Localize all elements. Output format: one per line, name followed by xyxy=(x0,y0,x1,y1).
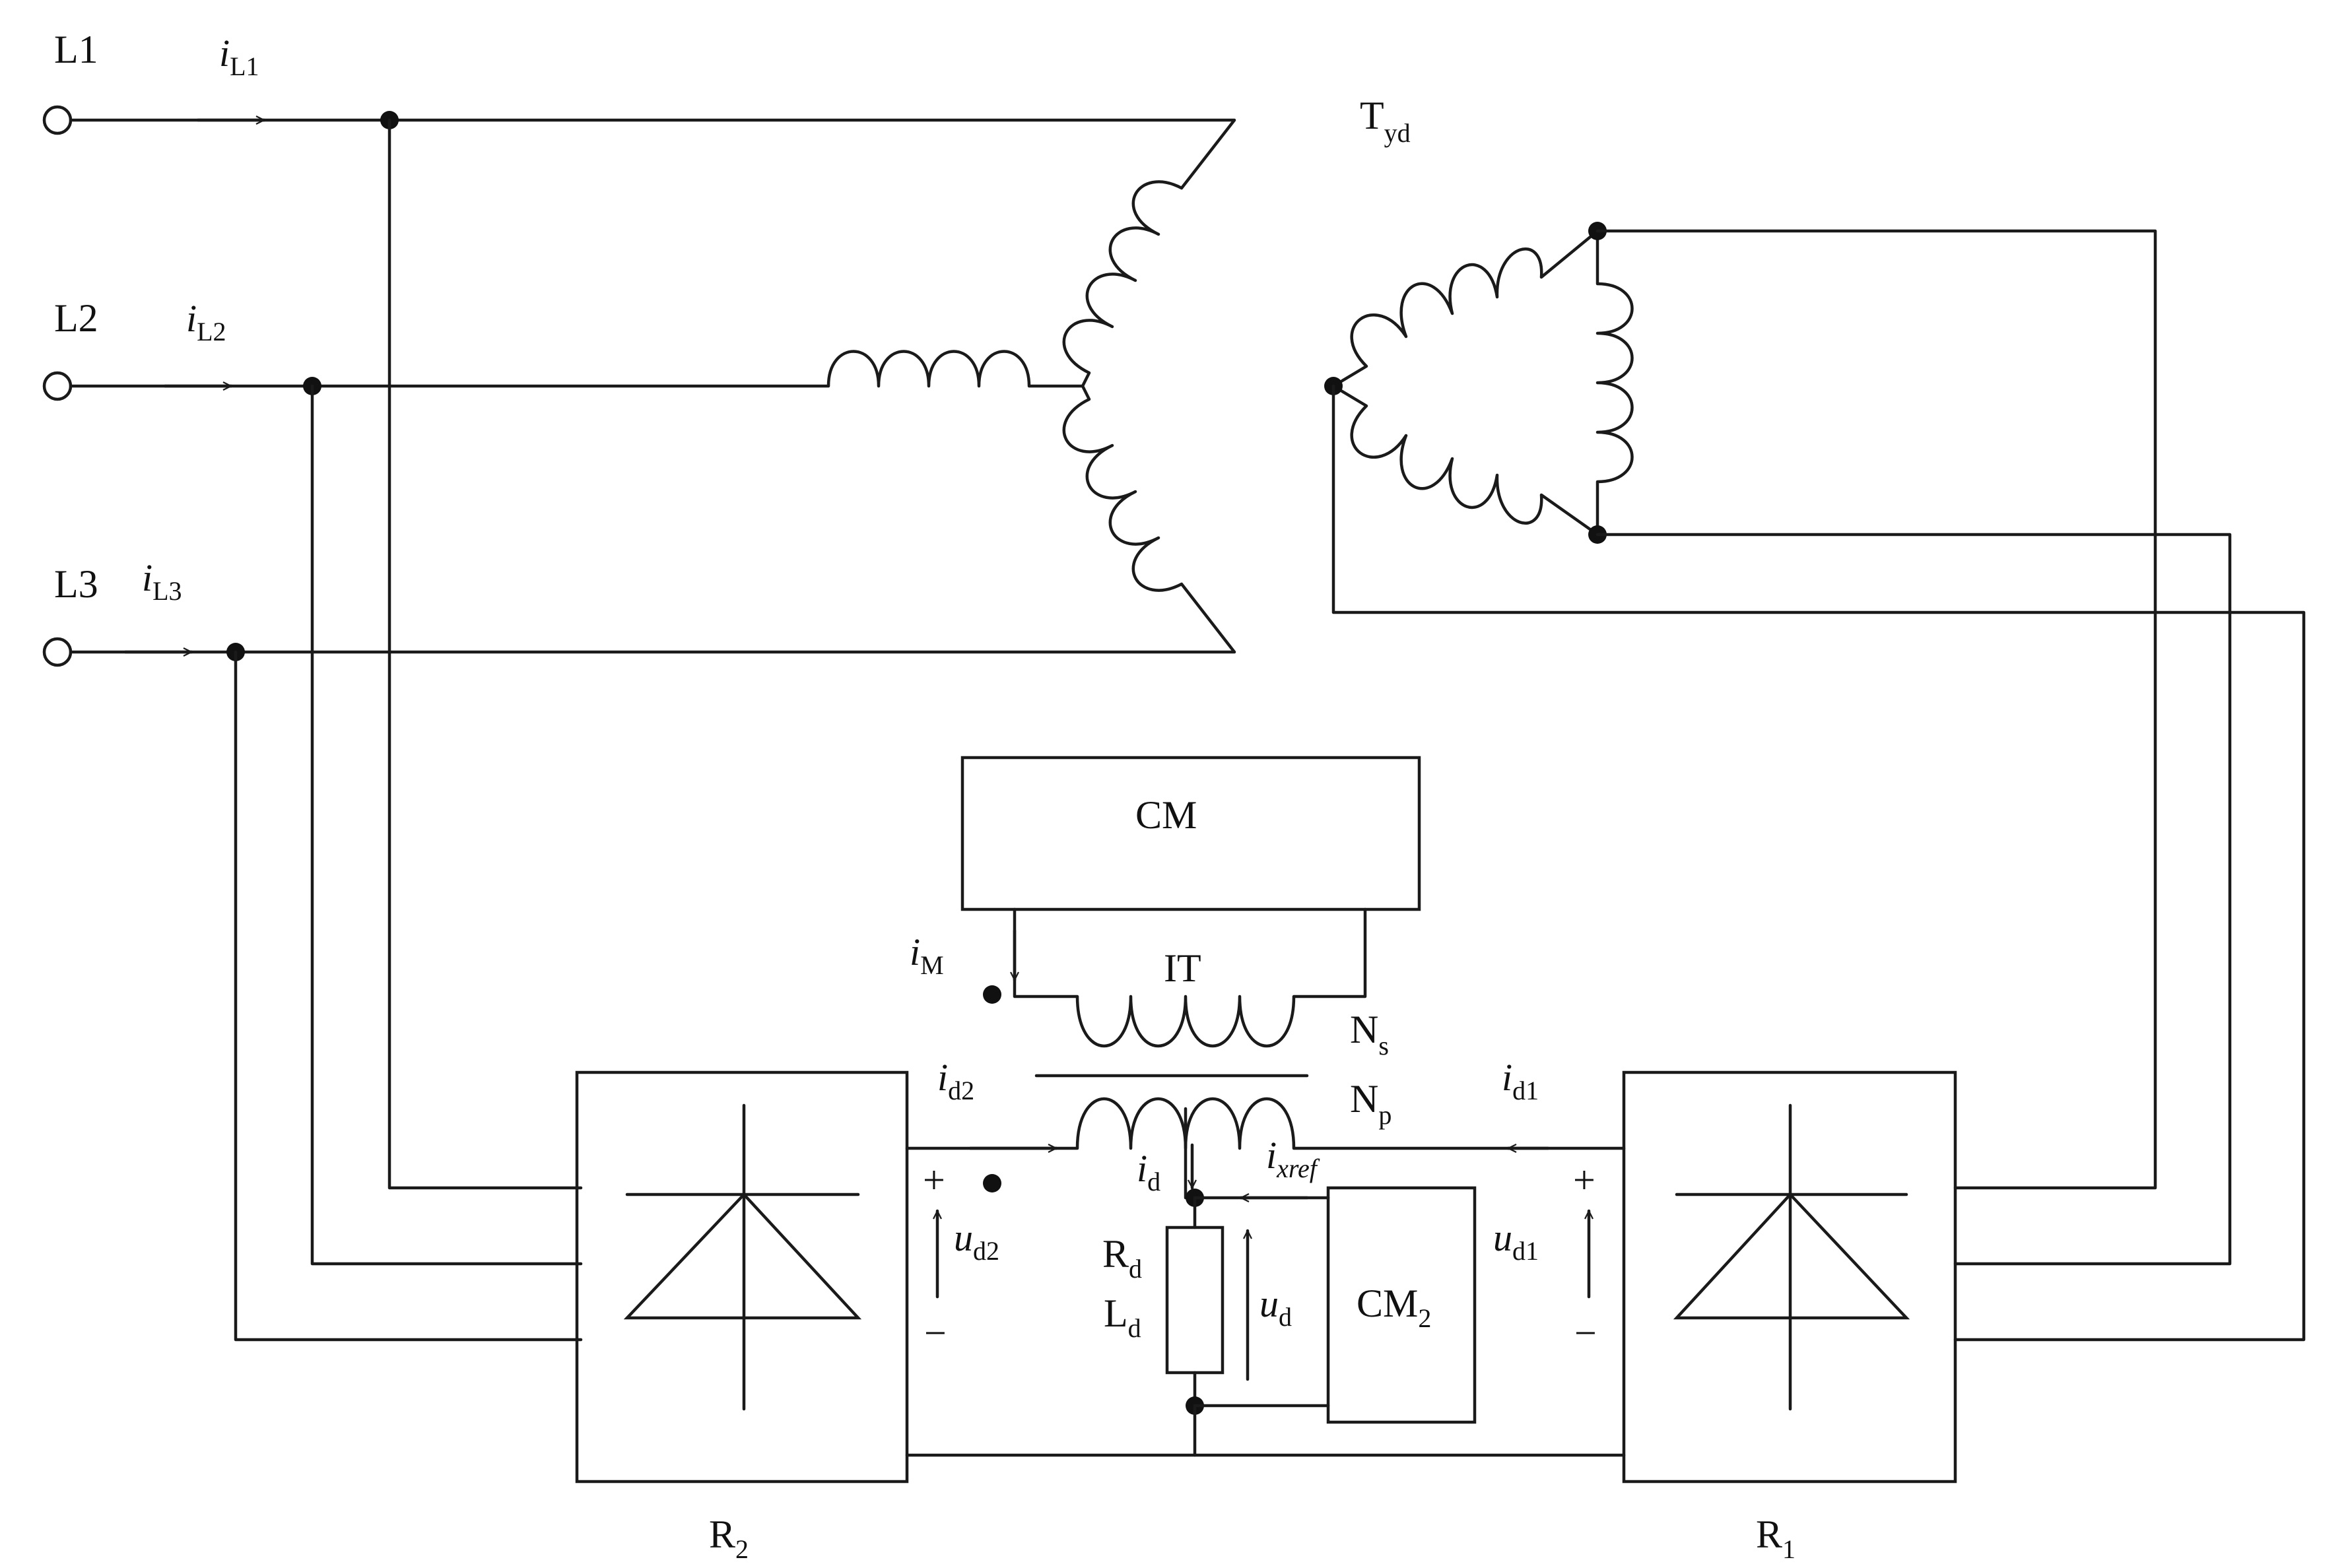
label-it: IT xyxy=(1164,946,1201,990)
line-L3 xyxy=(42,637,1236,1342)
label-Rd: Rd xyxy=(1102,1232,1142,1284)
polarity-plus-ud2: + xyxy=(923,1158,945,1202)
label-Ld: Ld xyxy=(1104,1291,1141,1343)
line-L1 xyxy=(42,105,1236,1190)
load-resistor xyxy=(1165,1225,1225,1375)
secondary-winding-top xyxy=(1332,230,1599,387)
label-L1: L1 xyxy=(54,28,98,71)
primary-winding-b xyxy=(1062,119,1236,387)
wire-delta-top-r1 xyxy=(1595,229,2157,1190)
wire-delta-bottom-r1 xyxy=(1595,533,2232,1266)
rectifier-R2 xyxy=(575,1070,909,1484)
label-L3: L3 xyxy=(54,562,98,606)
cm2-block xyxy=(1326,1186,1477,1424)
rectifier-R2-box xyxy=(575,1070,909,1484)
polarity-plus-ud1: + xyxy=(1573,1158,1595,1202)
rectifier-R1 xyxy=(1622,1070,1957,1484)
primary-winding-a xyxy=(826,350,1083,388)
polarity-minus-ud2: − xyxy=(924,1311,947,1355)
wire-cm-left xyxy=(1013,907,1079,998)
label-R2: R2 xyxy=(709,1513,749,1564)
transformer-secondary-delta xyxy=(1324,222,1634,544)
label-R1: R1 xyxy=(1756,1513,1796,1564)
polarity-dot-np xyxy=(983,1174,1001,1192)
label-iL1: iL1 xyxy=(219,32,259,81)
it-secondary-winding xyxy=(1075,995,1296,1047)
label-cm: CM xyxy=(1135,793,1197,837)
label-id2: id2 xyxy=(937,1056,974,1105)
wire-delta-left-r1 xyxy=(1331,384,2306,1342)
label-ns: Ns xyxy=(1350,1008,1389,1061)
secondary-winding-right xyxy=(1595,231,1634,535)
label-iL3: iL3 xyxy=(142,556,182,606)
rectifier-R1-box xyxy=(1622,1070,1957,1484)
label-L2: L2 xyxy=(54,296,98,340)
label-ixref: ixref xyxy=(1266,1134,1320,1183)
label-ud1: ud1 xyxy=(1493,1216,1539,1266)
label-ud2: ud2 xyxy=(954,1216,999,1266)
label-ud: ud xyxy=(1259,1282,1292,1332)
secondary-winding-bottom xyxy=(1332,385,1599,536)
label-cm2: CM2 xyxy=(1357,1282,1431,1333)
diode-symbol-R1 xyxy=(1673,1192,1910,1320)
cm-block xyxy=(960,756,1421,911)
polarity-dot-ns xyxy=(983,985,1001,1004)
label-np: Np xyxy=(1350,1077,1392,1130)
terminal-L3 xyxy=(42,637,73,667)
label-iL2: iL2 xyxy=(186,297,226,346)
polarity-minus-ud1: − xyxy=(1574,1311,1597,1355)
primary-winding-c xyxy=(1062,385,1236,653)
terminal-L2 xyxy=(42,371,73,401)
transformer-primary-star xyxy=(826,119,1236,653)
label-id: id xyxy=(1137,1147,1160,1196)
terminal-L1 xyxy=(42,105,73,135)
wire-cm-right xyxy=(1292,907,1367,998)
label-id1: id1 xyxy=(1502,1056,1539,1105)
label-transformer: Tyd xyxy=(1360,94,1411,148)
line-L2 xyxy=(42,371,830,1266)
label-iM: iM xyxy=(910,931,944,980)
diode-symbol-R2 xyxy=(623,1192,862,1320)
